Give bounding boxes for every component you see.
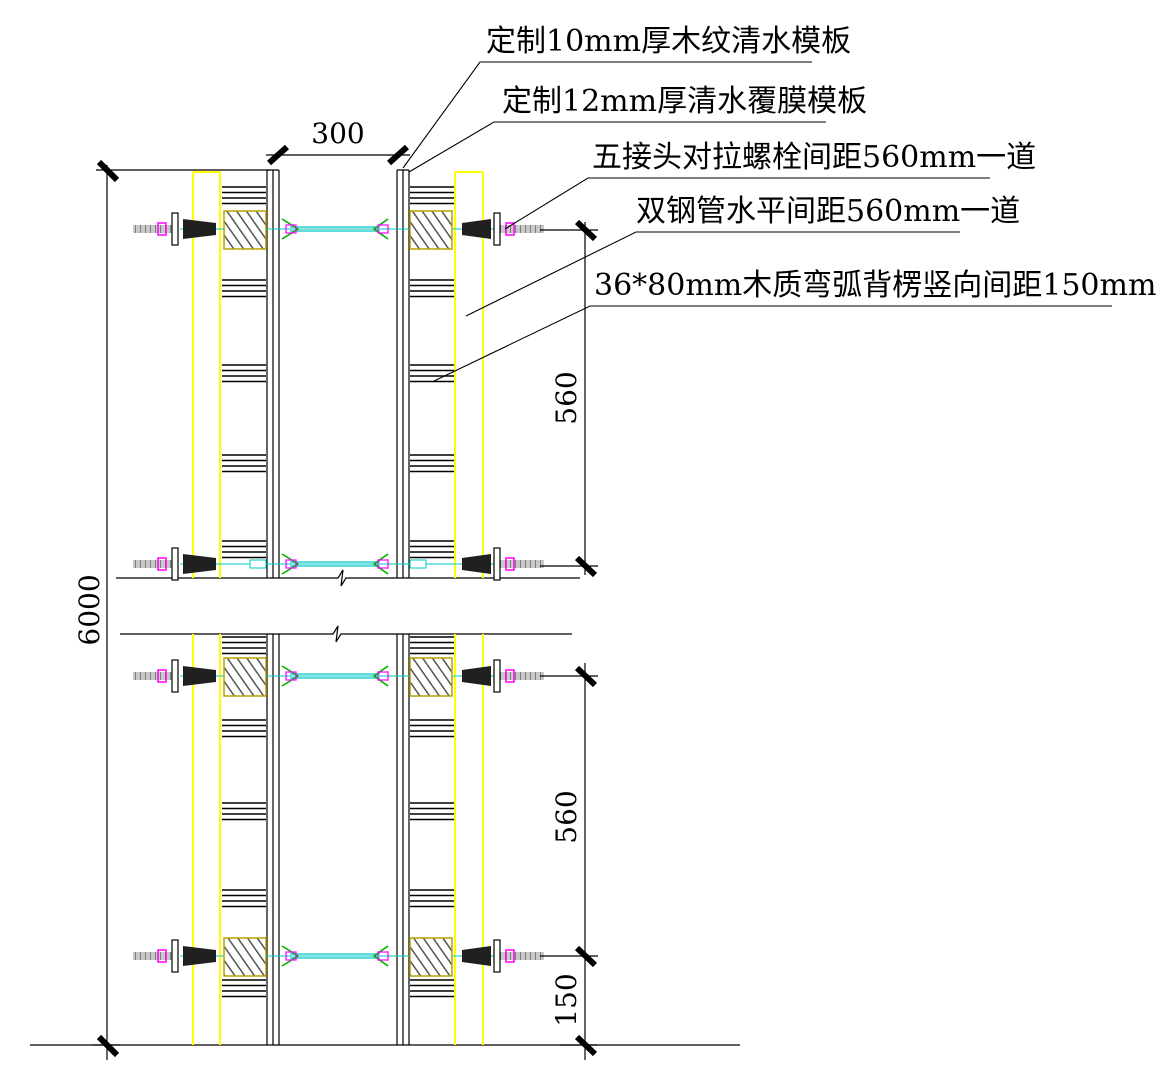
batten-group bbox=[222, 279, 454, 298]
tie-rod-row bbox=[133, 937, 544, 977]
waler-block-right bbox=[409, 210, 453, 250]
washer-left bbox=[171, 212, 179, 246]
waler-block-right bbox=[409, 937, 453, 977]
dim-base-offset-label: 150 bbox=[550, 973, 583, 1026]
washer-left bbox=[171, 547, 179, 581]
nut-right bbox=[505, 669, 515, 683]
tie-rod-row bbox=[133, 547, 544, 581]
clip-left bbox=[281, 945, 300, 967]
thread-right bbox=[498, 560, 544, 568]
clip-right bbox=[372, 945, 389, 967]
thread-left bbox=[133, 672, 178, 680]
cone-right bbox=[462, 554, 491, 574]
waler-block-left bbox=[223, 210, 267, 250]
callout-double-steel-pipe: 双钢管水平间距560mm一道 bbox=[636, 194, 1020, 229]
washer-left bbox=[171, 939, 179, 973]
batten-group bbox=[222, 889, 454, 908]
waler-block-right bbox=[409, 657, 453, 697]
washer-right bbox=[493, 939, 501, 973]
washer-right bbox=[493, 547, 501, 581]
thread-right bbox=[498, 672, 544, 680]
cone-left bbox=[183, 946, 216, 966]
break-line-lower bbox=[120, 625, 572, 643]
dim-total-height-label: 6000 bbox=[73, 574, 106, 645]
clip-left bbox=[281, 553, 300, 575]
batten-group bbox=[222, 802, 454, 821]
waler-block-left bbox=[223, 937, 267, 977]
batten-group bbox=[222, 979, 454, 998]
washer-right bbox=[493, 212, 501, 246]
nut-left bbox=[157, 669, 167, 683]
tie-rod-row bbox=[133, 657, 544, 697]
nut-right bbox=[505, 949, 515, 963]
dim-spacing-top-label: 560 bbox=[550, 371, 583, 424]
cone-right bbox=[462, 666, 491, 686]
dim-width-label: 300 bbox=[311, 117, 364, 150]
thread-left bbox=[133, 225, 178, 233]
cone-left bbox=[183, 219, 216, 239]
clip-right bbox=[372, 553, 389, 575]
formwork-boards bbox=[266, 169, 410, 1045]
double-steel-pipes bbox=[192, 171, 484, 1045]
batten-group bbox=[222, 364, 454, 383]
cone-left bbox=[183, 666, 216, 686]
cone-left bbox=[183, 554, 216, 574]
callout-film-formwork: 定制12mm厚清水覆膜模板 bbox=[502, 84, 867, 119]
washer-right bbox=[493, 659, 501, 693]
dimension-lines bbox=[92, 154, 598, 1060]
thread-right bbox=[498, 225, 544, 233]
clip-left bbox=[281, 218, 300, 240]
batten-group bbox=[222, 636, 454, 655]
batten-group bbox=[222, 454, 454, 473]
clip-right bbox=[372, 218, 389, 240]
cone-right bbox=[462, 946, 491, 966]
clip-left bbox=[281, 665, 300, 687]
nut-right bbox=[505, 557, 515, 571]
timber-battens bbox=[222, 186, 454, 998]
spacer-left bbox=[249, 559, 267, 569]
callout-timber-batten: 36*80mm木质弯弧背楞竖向间距150mm一道 bbox=[594, 268, 1156, 303]
callout-woodgrain-formwork: 定制10mm厚木纹清水模板 bbox=[486, 24, 851, 59]
break-line-upper bbox=[116, 569, 580, 587]
nut-left bbox=[157, 222, 167, 236]
callout-tie-bolt: 五接头对拉螺栓间距560mm一道 bbox=[592, 140, 1036, 175]
callout-leaders bbox=[402, 61, 1112, 383]
dim-spacing-bottom-label: 560 bbox=[550, 790, 583, 843]
waler-block-left bbox=[223, 657, 267, 697]
thread-left bbox=[133, 952, 178, 960]
thread-left bbox=[133, 560, 178, 568]
batten-group bbox=[222, 540, 454, 559]
nut-left bbox=[157, 949, 167, 963]
nut-left bbox=[157, 557, 167, 571]
tie-rod-row bbox=[133, 210, 544, 250]
batten-group bbox=[222, 719, 454, 738]
washer-left bbox=[171, 659, 179, 693]
spacer-right bbox=[409, 559, 427, 569]
cone-right bbox=[462, 219, 491, 239]
dimension-ticks bbox=[96, 144, 598, 1058]
clip-right bbox=[372, 665, 389, 687]
batten-group bbox=[222, 186, 454, 205]
thread-right bbox=[498, 952, 544, 960]
tie-rod-assemblies bbox=[133, 210, 544, 977]
